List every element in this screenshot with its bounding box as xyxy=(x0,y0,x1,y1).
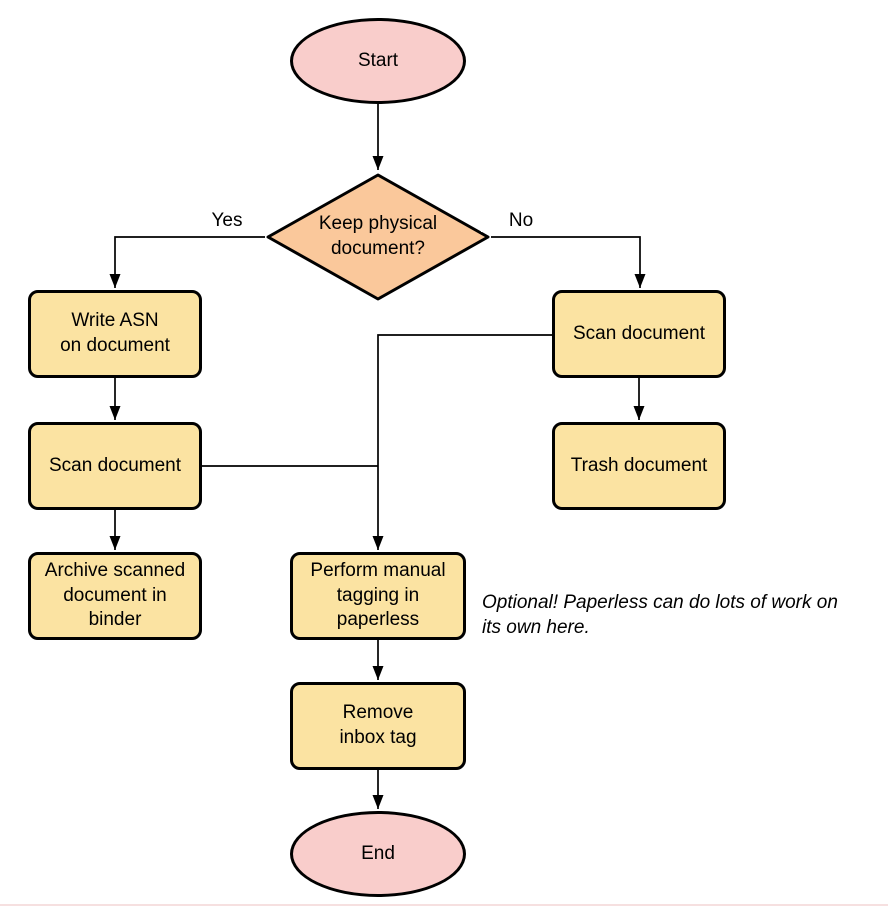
node-decision: Keep physical document? xyxy=(265,172,491,302)
node-scan-document-left: Scan document xyxy=(28,422,202,510)
node-end-label: End xyxy=(361,842,395,864)
edge-label-no: No xyxy=(481,210,561,232)
node-remove-inbox-tag-label: Remove inbox tag xyxy=(339,702,417,748)
node-decision-label: Keep physical document? xyxy=(318,213,438,259)
node-start-label: Start xyxy=(357,49,399,71)
node-start: Start xyxy=(290,18,466,104)
node-manual-tagging-label: Perform manual tagging in paperless xyxy=(310,559,446,631)
node-manual-tagging: Perform manual tagging in paperless xyxy=(290,552,466,640)
annotation-optional-note: Optional! Paperless can do lots of work … xyxy=(482,592,838,639)
node-remove-inbox-tag: Remove inbox tag xyxy=(290,682,466,770)
node-trash-document-label: Trash document xyxy=(570,454,708,476)
edge-scan-right-to-tagging xyxy=(372,334,552,550)
node-archive-binder-label: Archive scanned document in binder xyxy=(44,559,186,631)
node-write-asn-label: Write ASN on document xyxy=(60,310,170,356)
node-trash-document: Trash document xyxy=(552,422,726,510)
node-scan-document-right: Scan document xyxy=(552,290,726,378)
window-bottom-edge xyxy=(0,904,888,906)
edge-decision-no-to-scan-right xyxy=(491,236,646,288)
edge-decision-yes-to-write-asn xyxy=(109,236,265,288)
node-scan-document-right-label: Scan document xyxy=(572,322,706,344)
edge-label-yes: Yes xyxy=(187,210,267,232)
node-end: End xyxy=(290,811,466,897)
node-write-asn: Write ASN on document xyxy=(28,290,202,378)
decision-diamond-shape xyxy=(266,173,490,301)
node-archive-binder: Archive scanned document in binder xyxy=(28,552,202,640)
node-scan-document-left-label: Scan document xyxy=(48,454,182,476)
